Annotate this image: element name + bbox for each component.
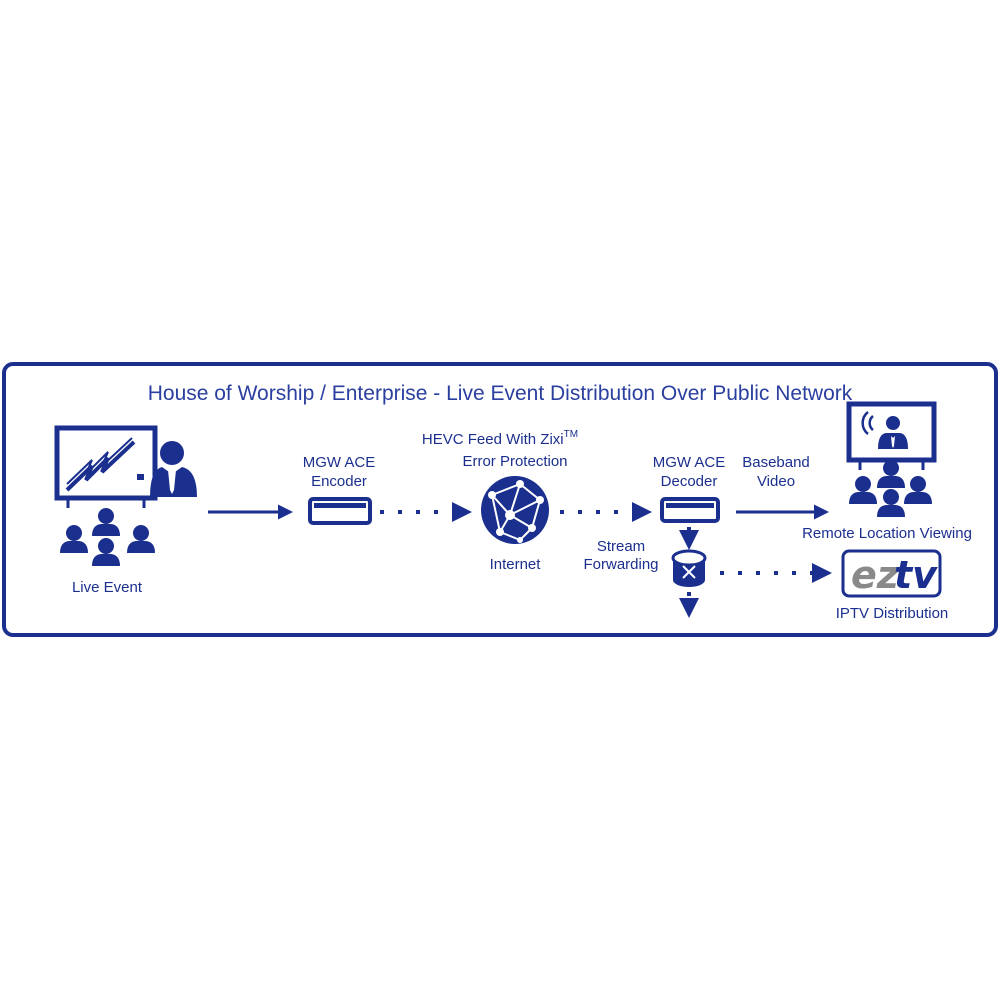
decoder-label-line1: MGW ACE [653,454,726,471]
encoder-label-line2: Encoder [311,473,367,490]
svg-text:tv: tv [894,553,938,597]
encoder-device-icon [308,497,372,525]
svg-text:ez: ez [851,553,900,597]
internet-label: Internet [490,556,542,573]
baseband-label-line1: Baseband [742,454,810,471]
audience-presentation-icon [54,425,197,566]
router-icon [671,549,707,587]
remote-audience-screen-icon [846,401,937,517]
diagram-title: House of Worship / Enterprise - Live Eve… [148,382,853,405]
remote-viewing-label: Remote Location Viewing [802,525,972,542]
live-event-label: Live Event [72,579,143,596]
stream-forwarding-label-line2: Forwarding [583,556,658,573]
encoder-label-line1: MGW ACE [303,454,376,471]
feed-label-line1: HEVC Feed With ZixiTM [422,429,578,448]
iptv-label: IPTV Distribution [836,605,949,622]
baseband-label-line2: Video [757,473,795,490]
eztv-logo: ez tv [841,549,942,598]
decoder-device-icon [660,497,720,523]
feed-label-line2: Error Protection [462,453,567,470]
globe-network-icon [481,476,549,544]
stream-forwarding-label-line1: Stream [597,538,645,555]
decoder-label-line2: Decoder [661,473,718,490]
